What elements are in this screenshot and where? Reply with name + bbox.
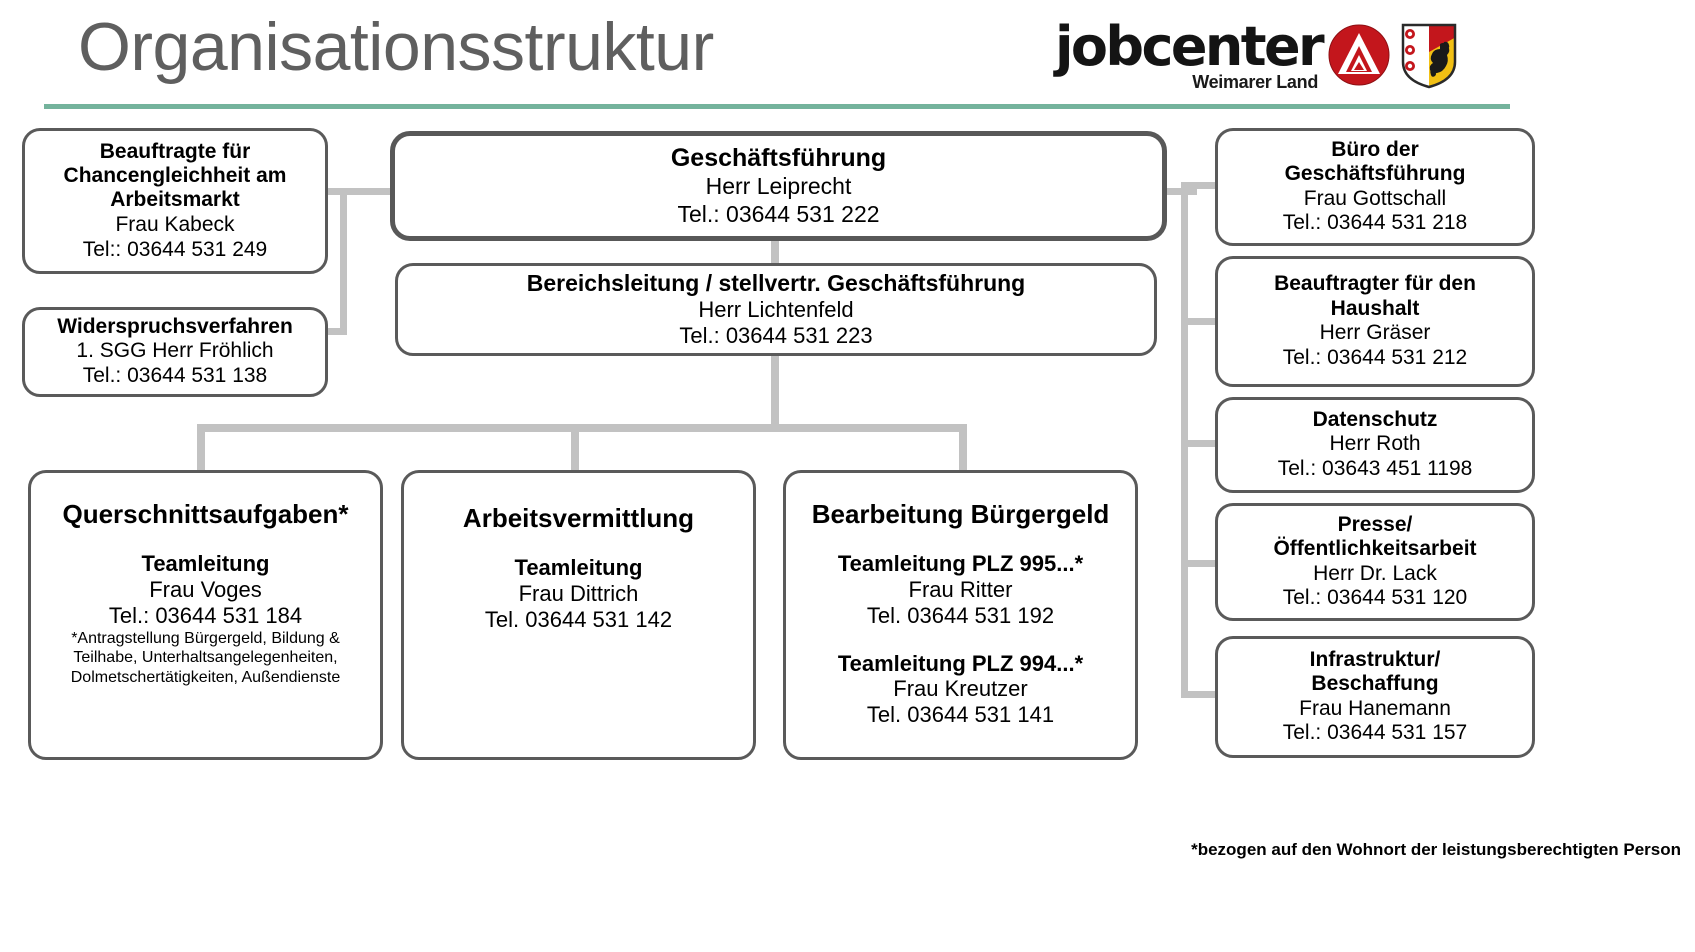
presse-title-line2: Öffentlichkeitsarbeit <box>1273 537 1477 561</box>
connector-right-stub-buero <box>1181 182 1215 189</box>
widerspruch-person: 1. SGG Herr Fröhlich <box>76 339 274 363</box>
arbeitsvermittlung-phone: Tel. 03644 531 142 <box>484 606 673 632</box>
querschnittsaufgaben-note-line3: Dolmetschertätigkeiten, Außendienste <box>70 668 341 686</box>
node-datenschutz[interactable]: Datenschutz Herr Roth Tel.: 03643 451 11… <box>1215 397 1535 493</box>
buergergeld-phone-2: Tel. 03644 531 141 <box>866 702 1055 728</box>
infrastruktur-title-line1: Infrastruktur/ <box>1309 647 1441 671</box>
node-bereichsleitung[interactable]: Bereichsleitung / stellvertr. Geschäftsf… <box>395 263 1157 356</box>
buergergeld-person-1: Frau Ritter <box>908 576 1013 602</box>
connector-left-stub-bottom <box>328 328 346 335</box>
connector-gf-to-right-bracket <box>1157 188 1197 195</box>
querschnittsaufgaben-phone: Tel.: 03644 531 184 <box>108 602 303 628</box>
jobcenter-logo: jobcenter Weimarer Land <box>1055 20 1458 93</box>
node-querschnittsaufgaben[interactable]: Querschnittsaufgaben* Teamleitung Frau V… <box>28 470 383 760</box>
node-chancengleichheit[interactable]: Beauftragte für Chancengleichheit am Arb… <box>22 128 328 274</box>
chancengleichheit-phone: Tel:: 03644 531 249 <box>82 237 268 261</box>
arbeitsvermittlung-person: Frau Dittrich <box>518 580 639 606</box>
haushalt-person: Herr Gräser <box>1319 321 1431 345</box>
querschnittsaufgaben-note-line2: Teilhabe, Unterhaltsangelegenheiten, <box>73 649 338 667</box>
node-geschaeftsfuehrung[interactable]: Geschäftsführung Herr Leiprecht Tel.: 03… <box>390 131 1167 241</box>
buergergeld-title: Bearbeitung Bürgergeld <box>811 499 1110 529</box>
node-bearbeitung-buergergeld[interactable]: Bearbeitung Bürgergeld Teamleitung PLZ 9… <box>783 470 1138 760</box>
brand-subtitle: Weimarer Land <box>1192 72 1319 92</box>
connector-bereichsleitung-down <box>771 356 779 430</box>
chancengleichheit-title-line1: Beauftragte für <box>99 139 251 163</box>
widerspruch-title: Widerspruchsverfahren <box>57 315 293 339</box>
connector-right-stub-infrastruktur <box>1181 691 1215 698</box>
buero-gf-person: Frau Gottschall <box>1303 186 1447 210</box>
buergergeld-person-2: Frau Kreutzer <box>893 676 1028 702</box>
widerspruch-phone: Tel.: 03644 531 138 <box>82 364 268 388</box>
connector-gf-to-left-bracket <box>340 188 390 195</box>
page-footnote: *bezogen auf den Wohnort der leistungsbe… <box>1191 840 1681 859</box>
chancengleichheit-person: Frau Kabeck <box>115 212 235 236</box>
arbeitsvermittlung-title: Arbeitsvermittlung <box>462 503 695 533</box>
presse-title-line1: Presse/ <box>1337 512 1413 536</box>
chancengleichheit-title-line2: Chancengleichheit am <box>63 164 287 188</box>
connector-left-stub-top <box>328 188 344 195</box>
haushalt-phone: Tel.: 03644 531 212 <box>1282 345 1468 369</box>
header-divider <box>44 104 1510 109</box>
node-widerspruchsverfahren[interactable]: Widerspruchsverfahren 1. SGG Herr Fröhli… <box>22 307 328 397</box>
buero-gf-title-line2: Geschäftsführung <box>1284 162 1466 186</box>
connector-drop-buergergeld <box>959 424 967 472</box>
brand-wordmark: jobcenter <box>1055 15 1325 78</box>
presse-phone: Tel.: 03644 531 120 <box>1282 586 1468 610</box>
buergergeld-phone-1: Tel. 03644 531 192 <box>866 602 1055 628</box>
connector-departments-horizontal <box>197 424 967 432</box>
node-beauftragter-haushalt[interactable]: Beauftragter für den Haushalt Herr Gräse… <box>1215 256 1535 387</box>
geschaeftsfuehrung-person: Herr Leiprecht <box>705 173 852 200</box>
node-buero-der-geschaeftsfuehrung[interactable]: Büro der Geschäftsführung Frau Gottschal… <box>1215 128 1535 246</box>
bereichsleitung-person: Herr Lichtenfeld <box>698 296 854 322</box>
page-title: Organisationsstruktur <box>78 9 714 85</box>
connector-gf-to-bereichsleitung <box>771 238 779 264</box>
connector-left-bracket-vertical <box>340 188 347 335</box>
datenschutz-title: Datenschutz <box>1312 408 1438 432</box>
bereichsleitung-phone: Tel.: 03644 531 223 <box>679 322 873 348</box>
node-presse-oeffentlichkeitsarbeit[interactable]: Presse/ Öffentlichkeitsarbeit Herr Dr. L… <box>1215 503 1535 621</box>
connector-right-stub-datenschutz <box>1181 440 1215 447</box>
connector-drop-arbeitsvermittlung <box>571 424 579 472</box>
node-arbeitsvermittlung[interactable]: Arbeitsvermittlung Teamleitung Frau Ditt… <box>401 470 756 760</box>
datenschutz-person: Herr Roth <box>1329 432 1421 456</box>
arbeitsvermittlung-role: Teamleitung <box>514 555 643 581</box>
connector-right-stub-haushalt <box>1181 318 1215 325</box>
infrastruktur-person: Frau Hanemann <box>1299 696 1451 720</box>
geschaeftsfuehrung-title: Geschäftsführung <box>670 144 887 173</box>
buero-gf-title-line1: Büro der <box>1331 137 1419 161</box>
querschnittsaufgaben-note-line1: *Antragstellung Bürgergeld, Bildung & <box>71 629 340 647</box>
buero-gf-phone: Tel.: 03644 531 218 <box>1282 211 1468 235</box>
haushalt-title-line2: Haushalt <box>1330 296 1420 320</box>
datenschutz-phone: Tel.: 03643 451 1198 <box>1277 457 1473 481</box>
querschnittsaufgaben-person: Frau Voges <box>149 576 262 602</box>
querschnittsaufgaben-title: Querschnittsaufgaben* <box>62 499 349 529</box>
buergergeld-role-2: Teamleitung PLZ 994...* <box>837 650 1084 676</box>
connector-right-stub-presse <box>1181 560 1215 567</box>
brand-wordmark-wrap: jobcenter Weimarer Land <box>1055 15 1325 93</box>
connector-drop-querschnitt <box>197 424 205 472</box>
querschnittsaufgaben-role: Teamleitung <box>141 551 270 577</box>
infrastruktur-phone: Tel.: 03644 531 157 <box>1282 721 1468 745</box>
geschaeftsfuehrung-phone: Tel.: 03644 531 222 <box>677 200 880 227</box>
bereichsleitung-title: Bereichsleitung / stellvertr. Geschäftsf… <box>526 270 1026 297</box>
node-infrastruktur-beschaffung[interactable]: Infrastruktur/ Beschaffung Frau Hanemann… <box>1215 636 1535 758</box>
buergergeld-role-1: Teamleitung PLZ 995...* <box>837 551 1084 577</box>
weimarer-land-coat-of-arms-icon <box>1401 23 1457 89</box>
haushalt-title-line1: Beauftragter für den <box>1274 272 1476 296</box>
ba-arrow-logo-icon <box>1328 24 1390 86</box>
presse-person: Herr Dr. Lack <box>1313 561 1437 585</box>
infrastruktur-title-line2: Beschaffung <box>1311 672 1439 696</box>
chancengleichheit-title-line3: Arbeitsmarkt <box>110 188 240 212</box>
